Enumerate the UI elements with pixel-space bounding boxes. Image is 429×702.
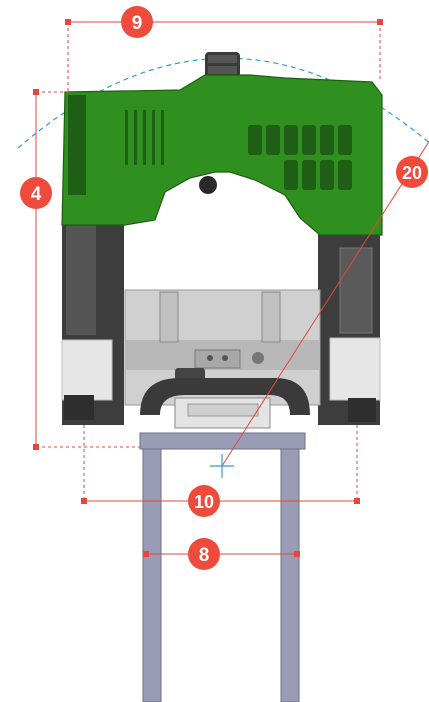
svg-text:9: 9 — [132, 13, 143, 34]
svg-text:10: 10 — [194, 492, 214, 512]
dim-line-turning-radius — [221, 140, 429, 467]
badge-overall-height: 4 — [20, 177, 52, 209]
svg-text:8: 8 — [199, 545, 210, 566]
green-hood — [61, 74, 383, 236]
support-stand — [139, 432, 306, 702]
dimension-lines — [35, 21, 429, 555]
dimension-endpoints — [33, 19, 383, 557]
right-leg — [318, 220, 381, 425]
svg-text:20: 20 — [402, 163, 422, 183]
badge-turning-radius: 20 — [396, 156, 428, 188]
left-leg — [61, 215, 124, 425]
hood-knob — [199, 176, 217, 194]
center-frame — [124, 289, 321, 406]
svg-text:4: 4 — [31, 184, 42, 205]
left-vents — [125, 110, 164, 165]
badge-overall-width: 9 — [121, 6, 153, 38]
badge-track-width: 10 — [188, 485, 220, 517]
center-crosshair — [210, 454, 234, 478]
right-vents — [248, 125, 352, 190]
badge-stand-width: 8 — [188, 538, 220, 570]
machine-illustration — [61, 52, 383, 702]
